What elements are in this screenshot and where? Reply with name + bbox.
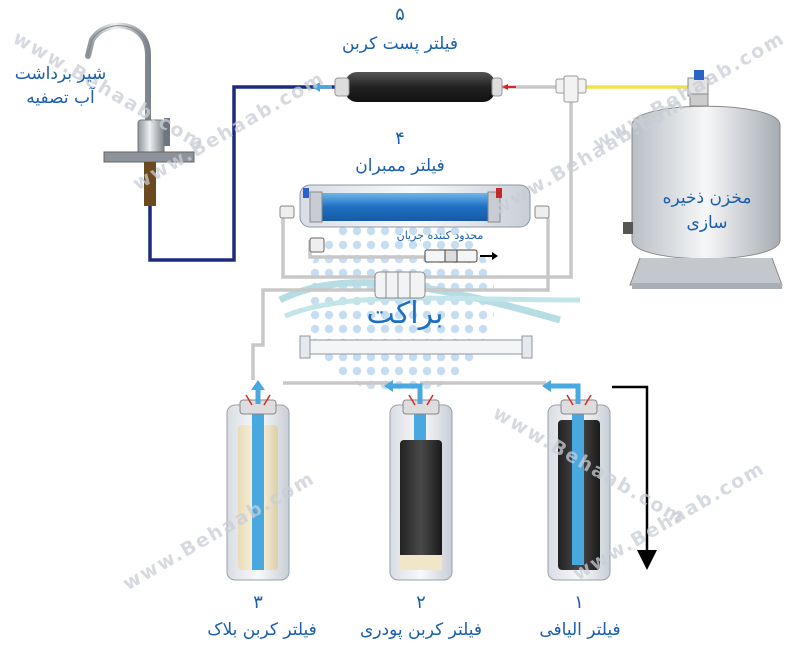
flow-restrictor [309,237,498,263]
storage-tank [623,93,783,289]
filter-3-carbon-block [226,380,290,581]
tee-fitting [555,75,587,103]
faucet-label-line2: آب تصفیه [26,88,95,108]
membrane-filter [279,184,550,228]
filter-2-powdered-carbon [384,380,453,581]
filter-3-number: ۳ [253,592,263,613]
bracket [299,335,533,359]
bracket-label: براکت [366,296,444,331]
filter-2-label: فیلتر کربن پودری [360,620,482,640]
tank-label-line1: مخزن ذخیره [662,188,752,208]
navy-pipe [148,85,335,262]
post-carbon-filter [312,72,516,102]
filter-1-label: فیلتر الیافی [539,620,621,640]
filter-3-label: فیلتر کربن بلاک [207,620,317,640]
flow-restrictor-label: محدود کننده جریان [396,229,484,242]
membrane-number: ۴ [395,128,405,149]
post-carbon-label: فیلتر پست کربن [342,34,458,54]
post-carbon-number: ۵ [395,4,405,25]
filter-2-number: ۲ [416,592,426,613]
faucet [85,22,195,206]
flow-direction-arrow [612,385,657,570]
gray-pipes [251,85,573,385]
fittings-cluster [374,271,426,299]
membrane-label: فیلتر ممبران [355,156,445,176]
faucet-label-line1: شیر برداشت [14,64,107,84]
filter-1-number: ۱ [574,592,584,613]
tank-label-line2: سازی [686,213,728,233]
filter-1-sediment [542,380,611,581]
